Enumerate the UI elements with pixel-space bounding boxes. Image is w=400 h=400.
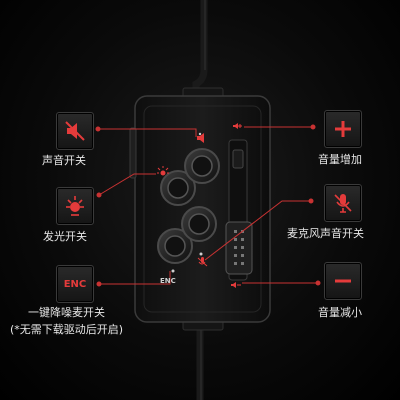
- mute-label: 声音开关: [42, 154, 86, 167]
- device-vol-up-icon: [233, 123, 242, 129]
- glow-light-icon: [66, 196, 84, 216]
- device-vol-down-icon: [231, 282, 241, 288]
- vol-up-label: 音量增加: [318, 153, 362, 166]
- mic-label: 麦克风声音开关: [287, 227, 364, 240]
- plus-icon: [335, 121, 351, 137]
- speaker-mute-icon: [65, 121, 85, 141]
- mic-tile: [324, 184, 362, 222]
- light-label: 发光开关: [43, 230, 87, 243]
- device-mic-icon: [197, 257, 208, 267]
- device-enc-label: ENC: [160, 277, 176, 285]
- volume-rocker: [225, 139, 253, 281]
- device-mute-icon: [197, 133, 204, 143]
- light-button-pair: [160, 148, 220, 206]
- enc-note: (*无需下载驱动后开启): [10, 323, 124, 336]
- enc-tile: ENC: [56, 265, 94, 303]
- device-light-icon: [157, 166, 169, 176]
- callout-lines: [95, 124, 321, 287]
- light-tile: [56, 187, 94, 225]
- enc-label: 一键降噪麦开关: [28, 306, 105, 319]
- microphone-mute-icon: [334, 194, 352, 213]
- vol-down-label: 音量减小: [318, 306, 362, 319]
- vol-up-tile: [324, 110, 362, 148]
- mute-tile: [56, 112, 94, 150]
- vol-down-tile: [324, 262, 362, 300]
- minus-icon: [335, 279, 351, 283]
- indicator-dots: [171, 132, 203, 273]
- enc-button-pair: [157, 206, 217, 264]
- enc-badge-icon: ENC: [63, 278, 87, 290]
